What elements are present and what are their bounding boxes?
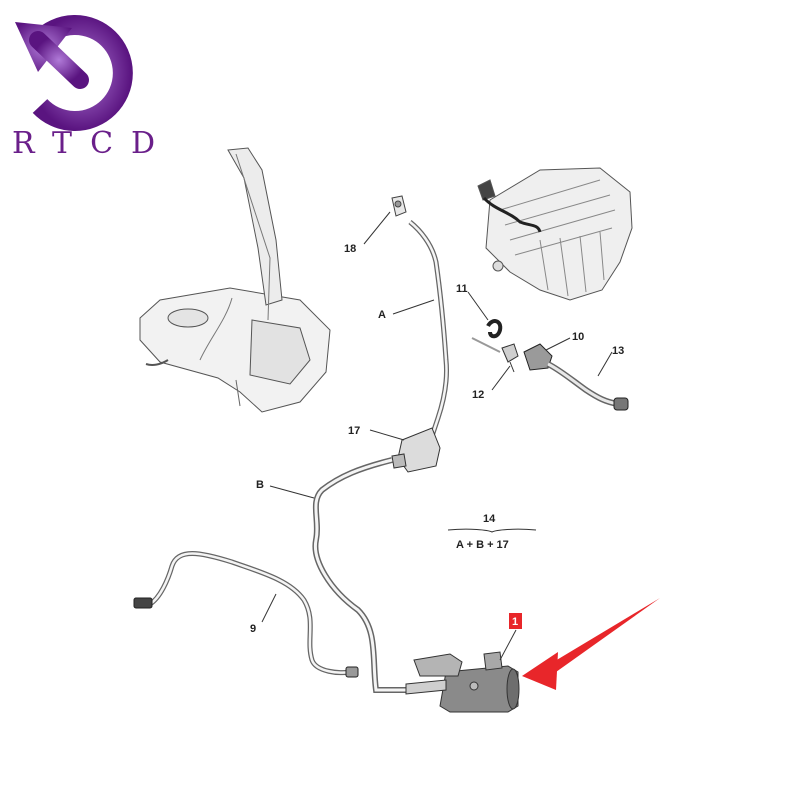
kit-formula: 14 A + B + 17 <box>447 513 537 551</box>
callout-b: B <box>256 479 264 491</box>
intake-manifold-drawing <box>477 167 633 301</box>
link-pipe <box>471 337 501 353</box>
rotate-ccw-arrow-icon <box>15 15 133 131</box>
fitting-12 <box>501 343 519 373</box>
fuel-tank-drawing <box>139 147 331 413</box>
pipe-b-inner <box>313 458 410 692</box>
clip-11 <box>486 319 503 339</box>
callout-18: 18 <box>344 243 356 255</box>
callout-13: 13 <box>612 345 624 357</box>
valve-17 <box>391 427 441 473</box>
connector-13 <box>613 397 629 411</box>
pipe-b <box>312 457 410 693</box>
leader-lines <box>261 211 613 661</box>
pipe-a-inner <box>409 221 448 437</box>
callout-17: 17 <box>348 425 360 437</box>
connector-9 <box>133 597 359 678</box>
logo-text: RTCD <box>12 126 174 161</box>
red-arrow-icon <box>522 598 660 690</box>
canister-1 <box>405 651 520 713</box>
callout-10: 10 <box>572 331 584 343</box>
callout-14: 14 <box>483 513 496 525</box>
pipe-9-inner <box>149 552 351 674</box>
callout-12: 12 <box>472 389 484 401</box>
callout-1-badge: 1 <box>509 613 522 629</box>
hose-13-inner <box>547 362 619 406</box>
clip-18 <box>391 195 407 217</box>
callout-a: A <box>378 309 386 321</box>
callout-9: 9 <box>250 623 256 635</box>
kit-formula-text: A + B + 17 <box>456 539 509 551</box>
callout-1: 1 <box>512 616 518 628</box>
callout-11: 11 <box>456 283 468 295</box>
